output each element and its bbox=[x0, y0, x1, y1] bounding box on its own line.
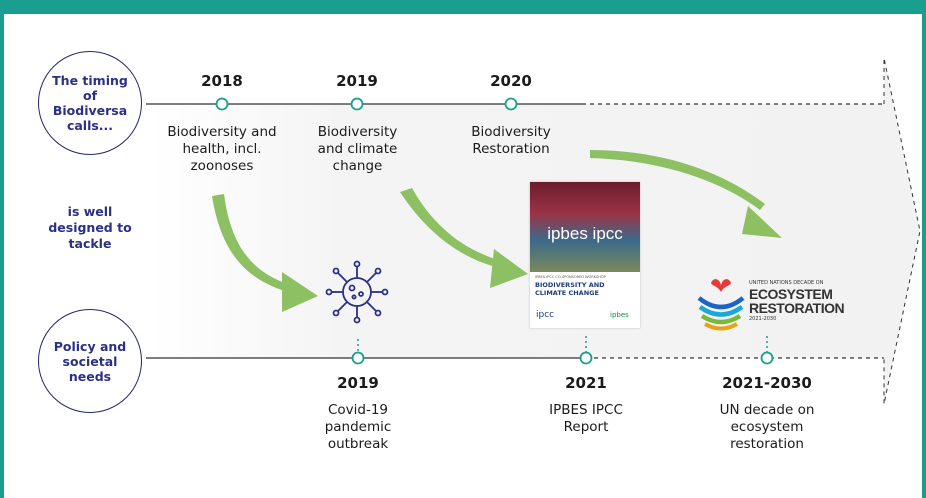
label-circle-policy: Policy and societal needs bbox=[38, 309, 142, 413]
bottom-desc-report: IPBES IPCC Report bbox=[549, 402, 623, 435]
virus-icon bbox=[325, 260, 389, 324]
top-desc-restoration: Biodiversity Restoration bbox=[471, 124, 551, 157]
un-logo-line4: 2021-2030 bbox=[749, 316, 777, 322]
left-accent-bar bbox=[0, 0, 4, 498]
un-logo-line1: UNITED NATIONS DECADE ON bbox=[749, 280, 824, 286]
un-decade-logo: UNITED NATIONS DECADE ON ECOSYSTEM RESTO… bbox=[695, 276, 855, 332]
bottom-desc-un: UN decade on ecosystem restoration bbox=[719, 402, 815, 452]
report-footer-ipcc: ipcc bbox=[536, 310, 555, 320]
right-accent-bar bbox=[922, 0, 926, 498]
report-cover-image bbox=[530, 182, 640, 272]
bottom-node-2019 bbox=[351, 351, 365, 365]
top-node-2020 bbox=[504, 97, 518, 111]
label-circle-timing: The timing of Biodiversa calls... bbox=[38, 51, 142, 155]
bottom-node-2021 bbox=[579, 351, 593, 365]
top-year-2020: 2020 bbox=[490, 72, 532, 90]
top-year-2019: 2019 bbox=[336, 72, 378, 90]
bottom-desc-covid: Covid-19 pandemic outbreak bbox=[324, 402, 392, 452]
un-logo-line2: ECOSYSTEM bbox=[749, 286, 833, 302]
bottom-node-2021-2030 bbox=[760, 351, 774, 365]
top-node-2018 bbox=[215, 97, 229, 111]
un-decade-logo-mark bbox=[697, 279, 745, 331]
un-logo-line3: RESTORATION bbox=[749, 300, 845, 316]
report-subtitle: IPBES-IPCC CO-SPONSORED WORKSHOP bbox=[535, 275, 606, 279]
ipbes-ipcc-report-cover: ipbes ipcc IPBES-IPCC CO-SPONSORED WORKS… bbox=[530, 182, 640, 328]
top-desc-health: Biodiversity and health, incl. zoonoses bbox=[167, 124, 277, 174]
green-arrow-health-to-covid bbox=[212, 194, 318, 312]
top-desc-climate: Biodiversity and climate change bbox=[317, 124, 398, 174]
bottom-year-2021: 2021 bbox=[565, 374, 607, 392]
top-node-2019 bbox=[350, 97, 364, 111]
report-footer-ipbes: ipbes bbox=[610, 311, 629, 319]
green-arrow-climate-to-report bbox=[400, 188, 528, 288]
label-tackle-text: is well designed to tackle bbox=[48, 204, 132, 251]
top-accent-bar bbox=[0, 0, 926, 14]
bottom-year-2021-2030: 2021-2030 bbox=[722, 374, 812, 392]
top-year-2018: 2018 bbox=[201, 72, 243, 90]
report-title: BIODIVERSITY AND CLIMATE CHANGE bbox=[535, 281, 605, 297]
label-timing-text: The timing of Biodiversa calls... bbox=[52, 73, 128, 133]
label-policy-text: Policy and societal needs bbox=[53, 338, 127, 384]
bottom-year-2019: 2019 bbox=[337, 374, 379, 392]
report-logo: ipbes ipcc bbox=[547, 224, 623, 243]
green-arrow-restoration-to-un bbox=[590, 150, 782, 238]
